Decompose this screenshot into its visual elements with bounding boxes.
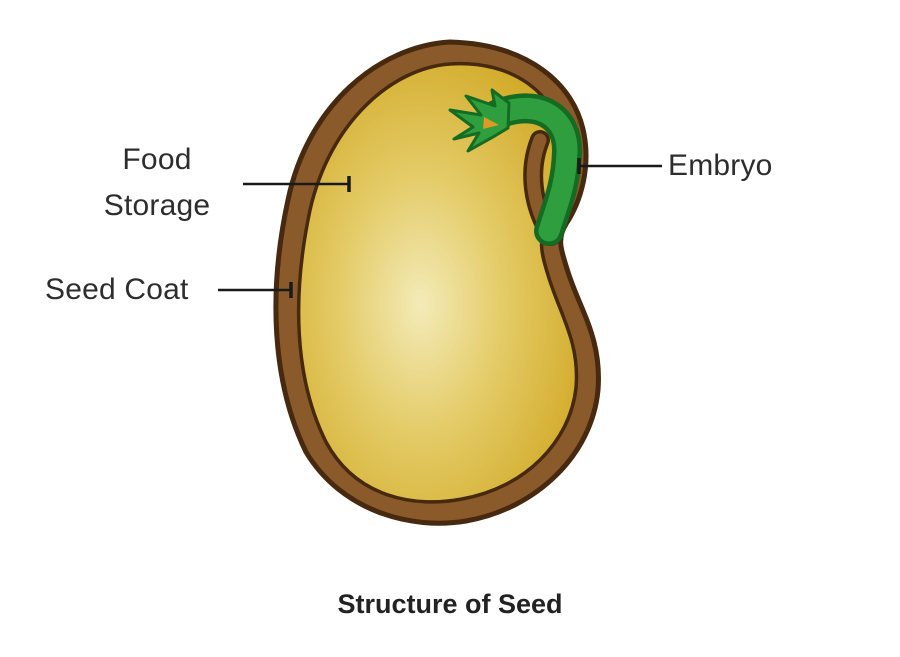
food-storage-label: Food Storage xyxy=(103,143,211,222)
embryo-leaf-accent xyxy=(483,117,499,129)
diagram-title: Structure of Seed xyxy=(337,589,563,619)
food-storage-leader xyxy=(243,176,351,192)
embryo-leaves xyxy=(448,88,511,153)
embryo-label: Embryo xyxy=(668,149,773,182)
seed-coat-label: Seed Coat xyxy=(45,273,189,306)
embryo-leader xyxy=(577,158,662,174)
seed-coat-leader xyxy=(218,282,293,298)
embryo-stem xyxy=(487,97,578,242)
